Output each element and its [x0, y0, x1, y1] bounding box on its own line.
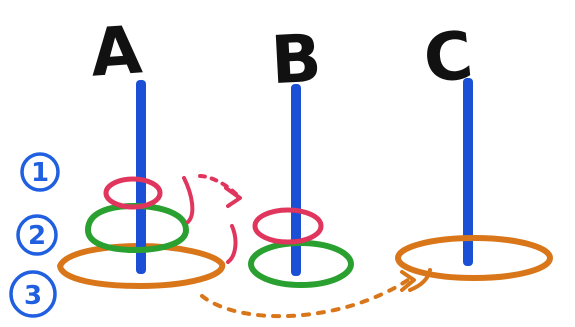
peg-a-disc-small: [106, 179, 160, 207]
svg-text:3: 3: [24, 281, 42, 311]
peg-a-label: A: [88, 11, 144, 91]
disc-number-1: 1: [22, 154, 58, 190]
svg-text:1: 1: [31, 158, 49, 188]
svg-text:2: 2: [28, 221, 46, 251]
disc-number-3: 3: [11, 272, 55, 316]
peg-b-disc-small: [255, 210, 321, 242]
peg-b-rod: [291, 84, 301, 276]
disc-number-2: 2: [18, 216, 56, 254]
arrow-move-large-disc: [202, 270, 430, 316]
peg-c-disc-large: [398, 238, 550, 278]
